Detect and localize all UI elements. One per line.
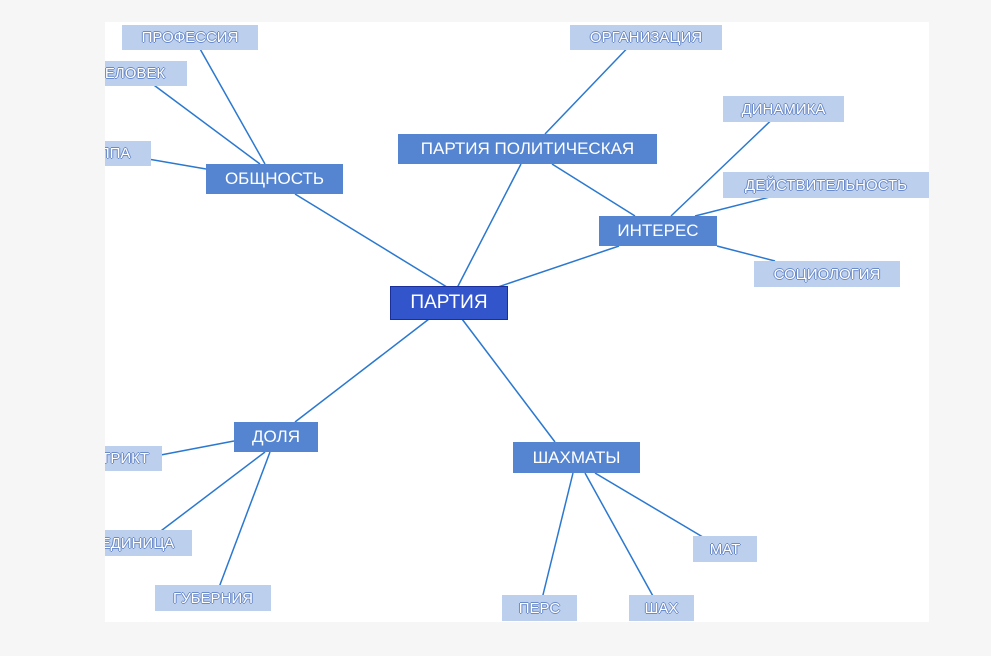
node-gruppa[interactable]: ГРУППА (105, 141, 151, 166)
node-shakhmaty[interactable]: ШАХМАТЫ (513, 442, 640, 473)
edge-politicheskaya-interes (551, 163, 636, 217)
node-distrikt[interactable]: ДИСТРИКТ (105, 446, 162, 471)
edge-obshchnost-professiya (194, 39, 266, 165)
edge-dolya-edinica (144, 451, 266, 544)
node-partiya-politicheskaya[interactable]: ПАРТИЯ ПОЛИТИЧЕСКАЯ (398, 134, 657, 164)
mindmap-canvas: ПАРТИЯ ОБЩНОСТЬ ПРОФЕССИЯ ЧЕЛОВЕК ГРУППА… (105, 22, 929, 622)
node-interes[interactable]: ИНТЕРЕС (599, 216, 717, 246)
edge-shakhmaty-pers (539, 472, 574, 608)
node-shakh[interactable]: ШАХ (629, 595, 694, 621)
node-sociologiya[interactable]: СОЦИОЛОГИЯ (754, 261, 900, 287)
node-dinamika[interactable]: ДИНАМИКА (723, 96, 844, 122)
edge-root-obshchnost (294, 193, 456, 293)
edge-interes-sociologiya (716, 245, 776, 262)
node-dolya[interactable]: ДОЛЯ (234, 422, 318, 452)
edge-interes-dinamika (670, 108, 784, 217)
node-guberniya[interactable]: ГУБЕРНИЯ (155, 585, 271, 611)
edge-politicheskaya-organizaciya (544, 37, 638, 135)
edge-shakhmaty-shakh (584, 472, 660, 608)
node-chelovek[interactable]: ЧЕЛОВЕК (105, 61, 187, 86)
node-professiya[interactable]: ПРОФЕССИЯ (122, 25, 258, 50)
node-deystvitelnost[interactable]: ДЕЙСТВИТЕЛЬНОСТЬ (723, 172, 929, 198)
edge-root-dolya (294, 318, 430, 423)
node-organizaciya[interactable]: ОРГАНИЗАЦИЯ (570, 25, 722, 50)
node-root-partiya[interactable]: ПАРТИЯ (390, 286, 508, 320)
edge-root-shakhmaty (461, 318, 556, 443)
edge-obshchnost-chelovek (138, 73, 261, 165)
node-edinica[interactable]: ЕДИНИЦА (105, 530, 192, 556)
node-mat[interactable]: МАТ (693, 536, 757, 562)
edge-root-partiya-politicheskaya (456, 163, 522, 289)
node-obshchnost[interactable]: ОБЩНОСТЬ (206, 164, 343, 194)
edge-dolya-guberniya (214, 451, 271, 599)
node-pers[interactable]: ПЕРС (502, 595, 577, 621)
edge-root-interes (494, 245, 620, 289)
